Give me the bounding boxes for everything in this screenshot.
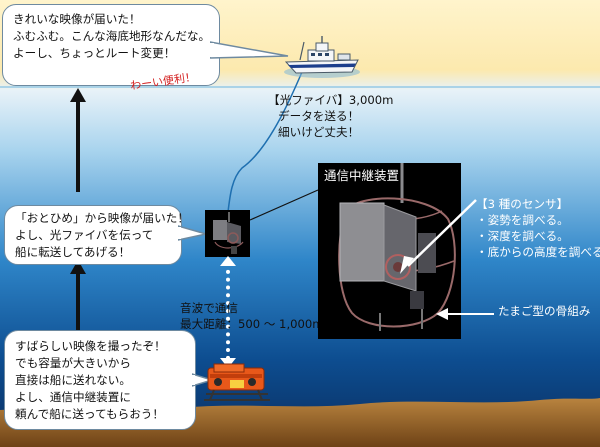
- acoustic-note-line: 音波で通信: [180, 301, 238, 315]
- acoustic-note: 音波で通信 最大距離：500 ～ 1,000m: [180, 300, 324, 332]
- fiber-note-line: 【光ファイバ】3,000m: [268, 93, 394, 107]
- bubble-line: よし、通信中継装置に: [15, 390, 131, 404]
- relay-panel-title: 通信中継装置: [324, 168, 400, 183]
- fiber-note-line: 細いけど丈夫！: [278, 125, 360, 139]
- frame-pointer-arrow: [436, 308, 494, 320]
- fiber-note-line: データを送る！: [278, 109, 360, 123]
- bubble-line: きれいな映像が届いた！: [13, 12, 141, 26]
- bubble-line: すばらしい映像を撮ったぞ！: [15, 339, 166, 353]
- relay-device-icon: [213, 212, 244, 254]
- acoustic-link: [226, 262, 230, 360]
- bubble-line: 直接は船に送れない。: [15, 373, 131, 387]
- speech-bubble-relay: 「おとひめ」から映像が届いた！ よし、光ファイバを伝って 船に転送してあげる！: [4, 205, 189, 265]
- acoustic-note-line: 最大距離：500 ～ 1,000m: [180, 317, 324, 331]
- sensor-note-line: ・姿勢を調べる。: [476, 213, 569, 227]
- sensor-note-line: 【3 種のセンサ】: [476, 197, 569, 211]
- sensor-note-line: ・深度を調べる。: [476, 229, 569, 243]
- fiber-note: 【光ファイバ】3,000m データを送る！ 細いけど丈夫！: [268, 92, 393, 140]
- sensor-pointer-arrow: [400, 199, 477, 274]
- bubble-line: よし、光ファイバを伝って: [15, 228, 154, 242]
- relay-device-panel: [318, 163, 461, 339]
- sea-surface-line: [0, 86, 600, 88]
- bubble-line: よーし、ちょっとルート変更！: [13, 46, 176, 60]
- ship-icon: [284, 36, 360, 78]
- acoustic-link-arrows: [220, 256, 236, 368]
- up-arrow-icon: [70, 88, 86, 192]
- sensor-note: 【3 種のセンサ】 ・姿勢を調べる。 ・深度を調べる。 ・底からの高度を調べる。: [476, 196, 600, 260]
- frame-note: たまご型の骨組み: [498, 304, 591, 318]
- bubble-line: でも容量が大きいから: [15, 356, 131, 370]
- relay-device-thumbnail: [205, 210, 250, 257]
- speech-bubble-tail: [210, 41, 289, 59]
- sensor-note-line: ・底からの高度を調べる。: [476, 245, 600, 259]
- up-arrow-icon: [70, 260, 86, 332]
- bubble-line: 船に転送してあげる！: [15, 245, 131, 259]
- speech-bubble-vehicle: すばらしい映像を撮ったぞ！ でも容量が大きいから 直接は船に送れない。 よし、通…: [4, 330, 196, 430]
- speech-bubble-tail: [178, 225, 207, 241]
- relay-device-icon: [338, 163, 456, 331]
- bubble-line: 「おとひめ」から映像が届いた！: [15, 211, 189, 225]
- speech-bubble-tail: [192, 373, 214, 387]
- bubble-line: ふむふむ。こんな海底地形なんだな。: [13, 29, 211, 43]
- speech-bubble-ship: きれいな映像が届いた！ ふむふむ。こんな海底地形なんだな。 よーし、ちょっとルー…: [2, 4, 220, 86]
- bubble-line: 頼んで船に送ってもらおう！: [15, 407, 164, 421]
- underwater-vehicle-icon: [204, 363, 270, 401]
